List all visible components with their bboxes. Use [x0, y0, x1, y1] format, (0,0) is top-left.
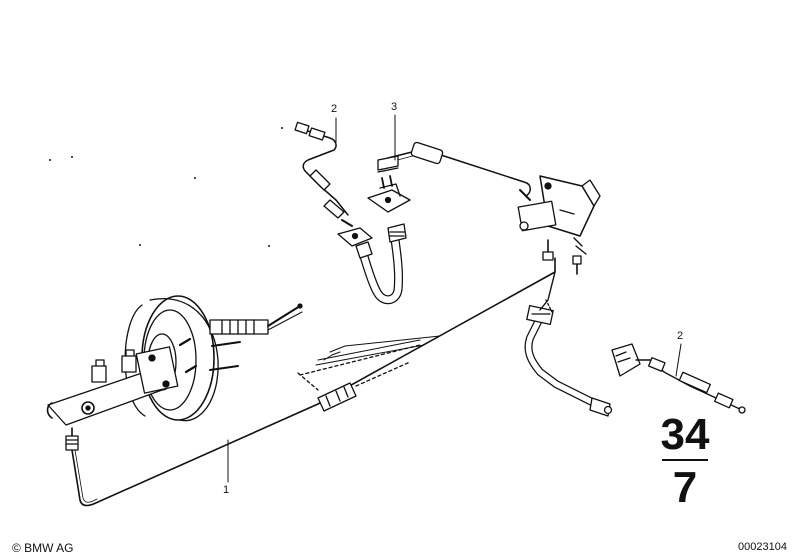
diagram-number: 00023104: [738, 541, 787, 553]
hose-assembly-2: [294, 121, 373, 247]
callout-2-lower: 2: [677, 330, 684, 342]
hose-assembly-2-lower: [611, 343, 746, 414]
brake-booster-assembly: [46, 295, 303, 451]
copyright-label: © BMW AG: [12, 541, 74, 555]
section-subgroup-number: 7: [672, 463, 698, 512]
flexible-hose-right: [524, 271, 613, 417]
callout-1: 1: [223, 484, 230, 496]
pipe-3: [367, 141, 531, 213]
scan-dots: [49, 127, 283, 247]
callout-leaders: [227, 114, 682, 483]
pipe-1: [71, 257, 556, 507]
slave-cylinder-bracket: [517, 175, 601, 275]
callout-3: 3: [391, 101, 398, 113]
section-divider: [662, 459, 708, 461]
flexible-hose-center: [355, 223, 407, 305]
section-group-number: 34: [660, 410, 710, 459]
callout-2-upper: 2: [331, 103, 338, 115]
